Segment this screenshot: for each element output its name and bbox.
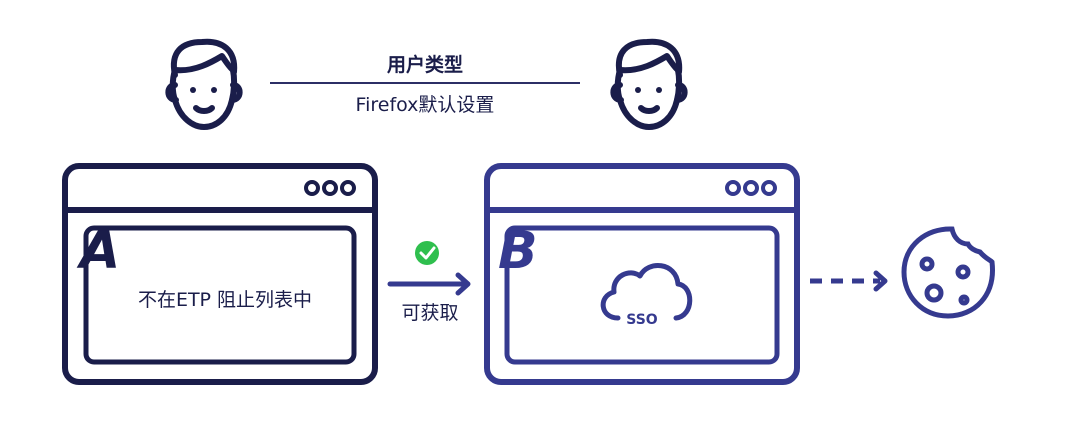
header-divider [270,82,580,84]
dashed-arrow-right-icon [810,270,888,292]
window-dot-icon [340,180,356,196]
cloud-label: SSO [626,312,658,328]
window-dot-icon [725,180,741,196]
browser-window-b: B [484,163,800,385]
browser-a-letter: A [76,221,120,281]
firefox-default-setting-label: Firefox默认设置 [355,94,495,116]
arrow-right-icon [387,272,471,296]
window-dot-icon [743,180,759,196]
user-face-icon-left [165,38,243,130]
accessible-label: 可获取 [401,302,459,324]
window-dot-icon [322,180,338,196]
user-face-icon-right [610,38,688,130]
user-type-title: 用户类型 [386,54,463,76]
check-icon [415,241,439,265]
browser-window-a: A [62,163,378,385]
window-dot-icon [304,180,320,196]
window-dot-icon [761,180,777,196]
browser-b-letter: B [498,221,538,281]
cloud-sso-icon: SSO [600,263,693,328]
cookie-icon [901,226,995,319]
not-in-etp-blocklist-label: 不在ETP 阻止列表中 [137,289,313,311]
